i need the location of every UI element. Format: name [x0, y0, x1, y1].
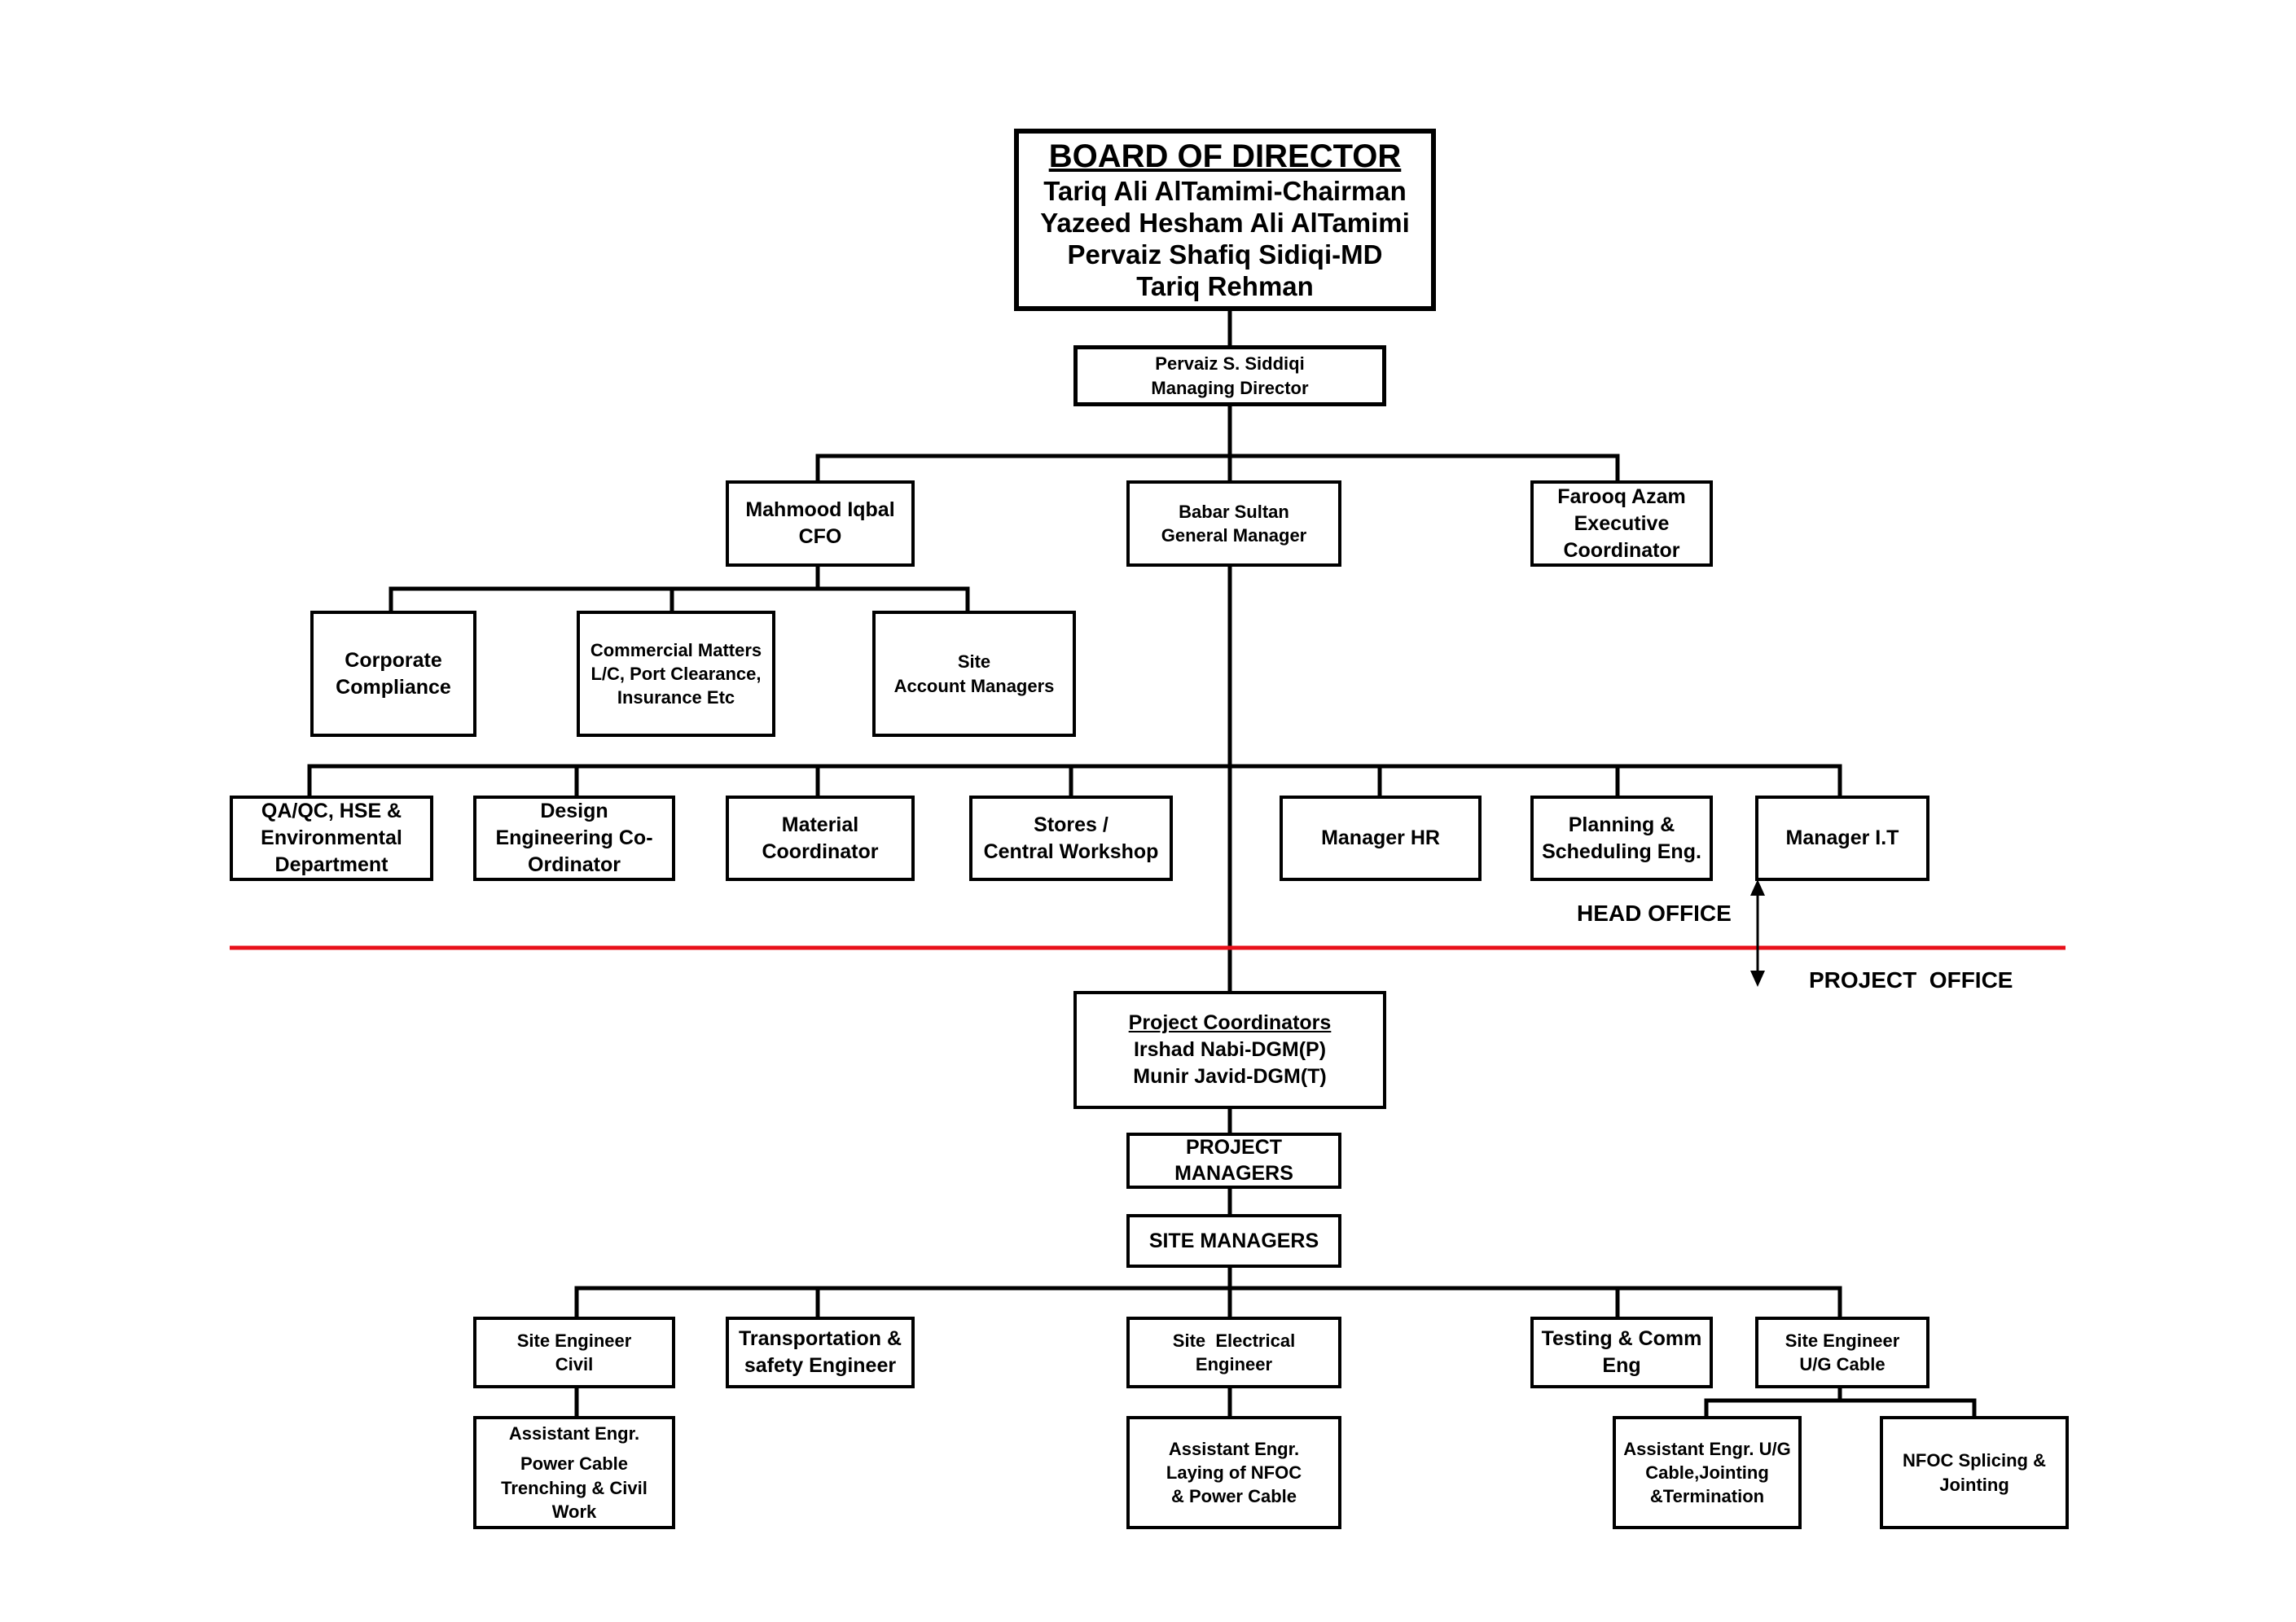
board-member: Yazeed Hesham Ali AlTamimi	[1040, 207, 1410, 238]
site-engineer-ug-cable-box: Site Engineer U/G Cable	[1755, 1317, 1929, 1388]
head-office-label: HEAD OFFICE	[1577, 901, 1732, 926]
site-managers-box: SITE MANAGERS	[1126, 1214, 1341, 1268]
project-office-label: PROJECT OFFICE	[1809, 967, 2013, 993]
assistant-engr-ug-box: Assistant Engr. U/G Cable,Jointing &Term…	[1613, 1416, 1802, 1529]
cfo-box: Mahmood Iqbal CFO	[726, 480, 915, 567]
site-account-managers-box: Site Account Managers	[872, 611, 1076, 737]
board-title: BOARD OF DIRECTOR	[1048, 138, 1402, 174]
material-coordinator-box: Material Coordinator	[726, 796, 915, 881]
project-coordinators-box: Project Coordinators Irshad Nabi-DGM(P) …	[1073, 991, 1386, 1109]
assistant-engr-nfoc-box: Assistant Engr. Laying of NFOC & Power C…	[1126, 1416, 1341, 1529]
board-member: Tariq Ali AlTamimi-Chairman	[1043, 175, 1407, 206]
testing-comm-box: Testing & Comm Eng	[1530, 1317, 1713, 1388]
site-engineer-civil-box: Site Engineer Civil	[473, 1317, 675, 1388]
corporate-compliance-box: Corporate Compliance	[310, 611, 476, 737]
project-managers-box: PROJECT MANAGERS	[1126, 1133, 1341, 1189]
planning-scheduling-box: Planning & Scheduling Eng.	[1530, 796, 1713, 881]
transportation-safety-box: Transportation & safety Engineer	[726, 1317, 915, 1388]
design-engineering-box: Design Engineering Co- Ordinator	[473, 796, 675, 881]
managing-director-box: Pervaiz S. Siddiqi Managing Director	[1073, 345, 1386, 406]
board-member: Pervaiz Shafiq Sidiqi-MD	[1067, 239, 1383, 270]
stores-workshop-box: Stores / Central Workshop	[969, 796, 1173, 881]
nfoc-splicing-box: NFOC Splicing & Jointing	[1880, 1416, 2069, 1529]
qaqc-department-box: QA/QC, HSE & Environmental Department	[230, 796, 433, 881]
assistant-engr-civil-box: Assistant Engr. Power Cable Trenching & …	[473, 1416, 675, 1529]
arrow-up-icon	[1750, 879, 1765, 896]
manager-hr-box: Manager HR	[1280, 796, 1482, 881]
manager-it-box: Manager I.T	[1755, 796, 1929, 881]
executive-coordinator-box: Farooq Azam Executive Coordinator	[1530, 480, 1713, 567]
arrow-down-icon	[1750, 971, 1765, 987]
board-of-director-box: BOARD OF DIRECTOR Tariq Ali AlTamimi-Cha…	[1014, 129, 1436, 311]
site-electrical-engineer-box: Site Electrical Engineer	[1126, 1317, 1341, 1388]
commercial-matters-box: Commercial Matters L/C, Port Clearance, …	[577, 611, 775, 737]
general-manager-box: Babar Sultan General Manager	[1126, 480, 1341, 567]
board-member: Tariq Rehman	[1136, 270, 1314, 301]
